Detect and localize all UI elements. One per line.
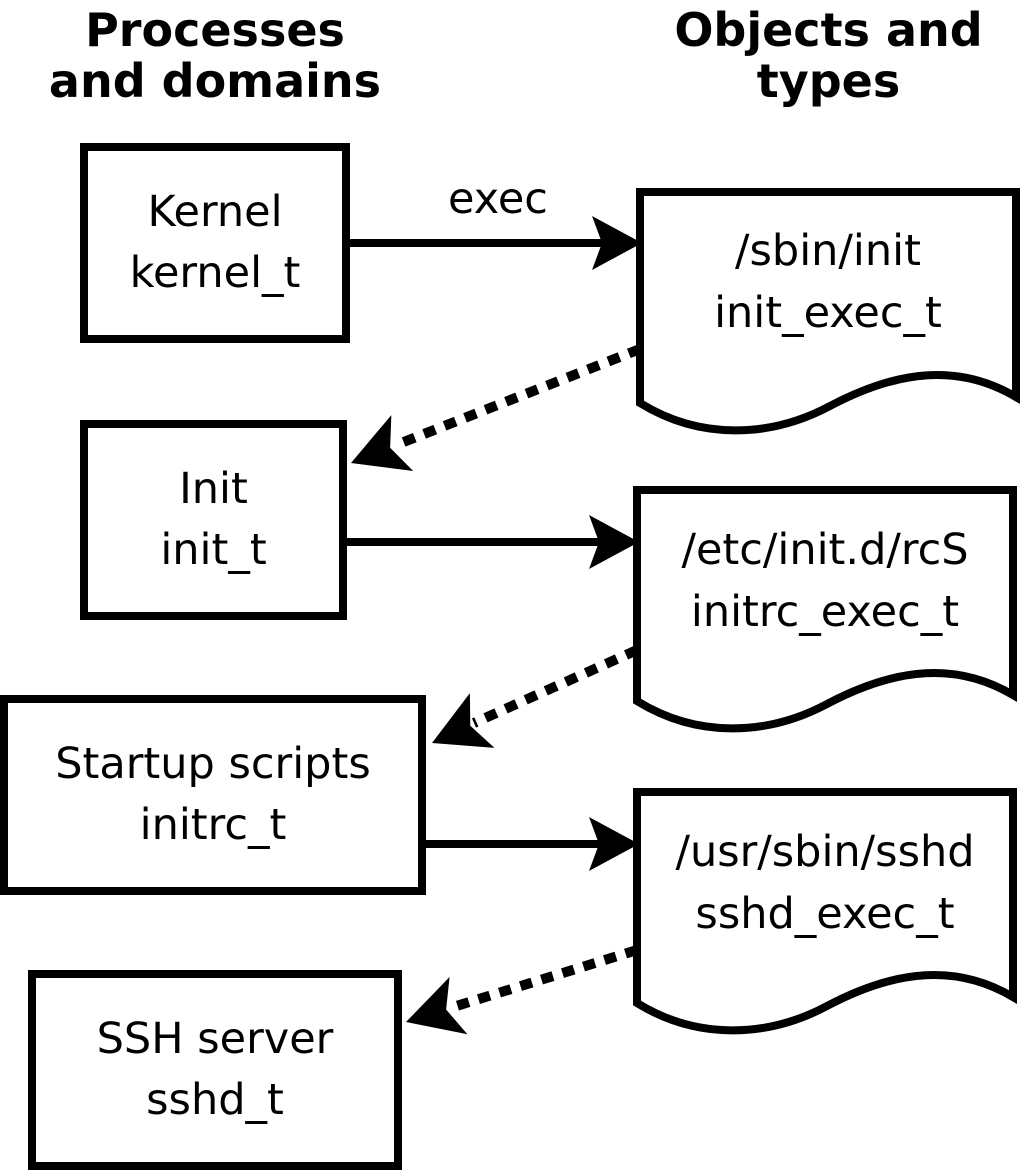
process-type: sshd_t bbox=[146, 1075, 284, 1125]
process-type: kernel_t bbox=[129, 248, 301, 298]
header-objects-and-types: Objects and types bbox=[616, 5, 1024, 107]
object-type: init_exec_t bbox=[714, 288, 942, 338]
object-label-sbin-init: /sbin/init init_exec_t bbox=[640, 220, 1016, 344]
process-name: Init bbox=[179, 464, 248, 514]
process-box-ssh-server: SSH server sshd_t bbox=[28, 970, 402, 1170]
document-shape-etc-initd-rcs bbox=[633, 486, 1017, 733]
document-shape-sbin-init bbox=[636, 188, 1020, 435]
object-label-etc-initd-rcs: /etc/init.d/rcS initrc_exec_t bbox=[637, 519, 1013, 643]
header-processes-and-domains: Processes and domains bbox=[0, 5, 430, 107]
header-right-line1: Objects and bbox=[674, 3, 983, 57]
object-label-usr-sbin-sshd: /usr/sbin/sshd sshd_exec_t bbox=[637, 821, 1013, 945]
solid-arrow-init-to-initrc-exec bbox=[347, 515, 639, 569]
solid-arrow-initrc-to-sshd-exec bbox=[426, 817, 639, 871]
process-type: init_t bbox=[160, 525, 267, 575]
header-left-line1: Processes bbox=[85, 3, 345, 57]
document-shape-usr-sbin-sshd bbox=[633, 788, 1017, 1035]
process-name: Kernel bbox=[147, 187, 283, 237]
object-path: /usr/sbin/sshd bbox=[675, 827, 975, 877]
dotted-arrow-init-exec-to-init bbox=[350, 344, 642, 471]
header-left-line2: and domains bbox=[48, 54, 382, 108]
process-type: initrc_t bbox=[139, 800, 287, 850]
dotted-arrow-initrc-exec-to-initrc bbox=[432, 645, 640, 748]
object-type: initrc_exec_t bbox=[690, 587, 960, 637]
object-path: /sbin/init bbox=[735, 226, 921, 276]
exec-arrow-label: exec bbox=[448, 174, 548, 224]
solid-arrow-kernel-to-init-exec bbox=[350, 216, 642, 270]
process-name: SSH server bbox=[96, 1014, 334, 1064]
process-box-init: Init init_t bbox=[80, 420, 347, 620]
object-type: sshd_exec_t bbox=[695, 889, 955, 939]
process-box-startup-scripts: Startup scripts initrc_t bbox=[0, 695, 426, 895]
object-path: /etc/init.d/rcS bbox=[681, 525, 969, 575]
process-name: Startup scripts bbox=[55, 739, 371, 789]
process-box-kernel: Kernel kernel_t bbox=[80, 143, 350, 343]
header-right-line2: types bbox=[756, 54, 901, 108]
dotted-arrow-sshd-exec-to-sshd bbox=[406, 945, 639, 1035]
